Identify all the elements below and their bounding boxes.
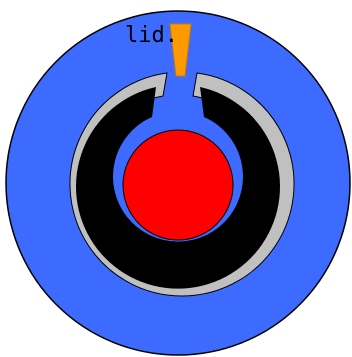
lid-label: lid. <box>125 23 178 48</box>
red-center-disc <box>123 130 233 240</box>
